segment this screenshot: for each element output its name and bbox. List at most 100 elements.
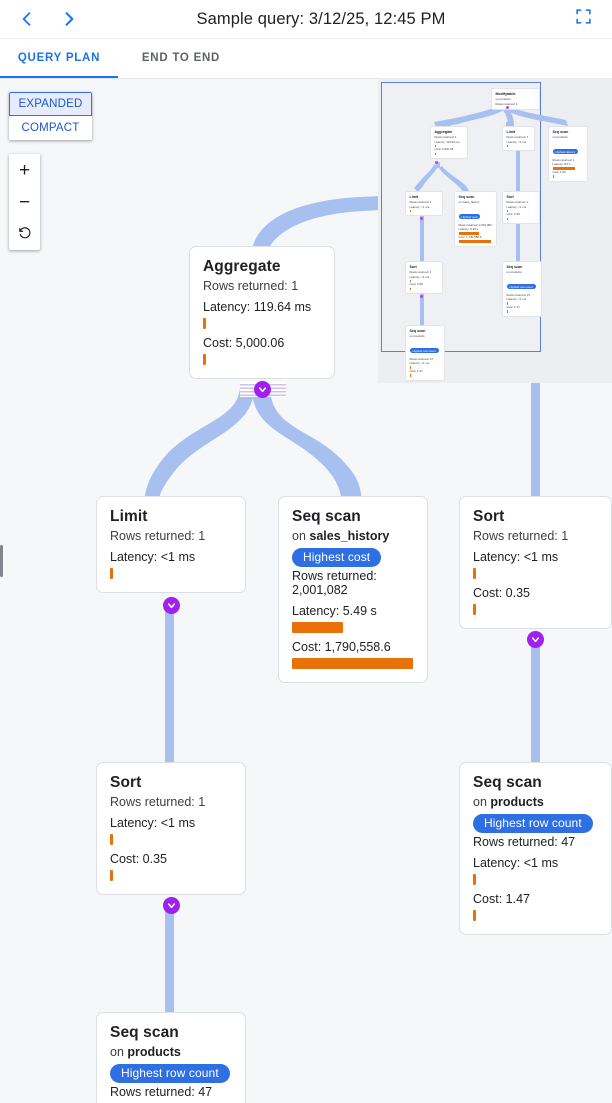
node-seq-scan-products-bottom-table: on products — [110, 1045, 232, 1059]
node-sort-left[interactable]: Sort Rows returned: 1 Latency: <1 ms Cos… — [96, 762, 246, 895]
minimap-node-sub: Latency: <1 ms — [506, 139, 527, 144]
node-seq-scan-sales-latency: Latency: 5.49 s — [292, 604, 377, 618]
node-seq-scan-sales-history[interactable]: Seq scan on sales_history Highest cost R… — [278, 496, 428, 683]
canvas-scrollbar-handle[interactable] — [0, 545, 3, 577]
forward-button[interactable] — [52, 2, 86, 36]
minimap[interactable]: Modifytable on products Rows returned: 1… — [378, 78, 612, 383]
node-sort-left-latency: Latency: <1 ms — [110, 816, 196, 830]
node-aggregate-latency-bar — [203, 318, 206, 329]
node-seq-scan-products-bottom-badge: Highest row count — [110, 1064, 230, 1083]
collapse-toggle-sort-left[interactable] — [163, 897, 180, 914]
minimap-node-limit-top[interactable]: Limit Rows returned: 1 Latency: <1 ms — [502, 126, 535, 152]
node-seq-scan-products-right[interactable]: Seq scan on products Highest row count R… — [459, 762, 612, 935]
minimap-node-sub: Rows returned: 2,001,082 — [458, 222, 492, 227]
node-seq-scan-products-right-latency: Latency: <1 ms — [473, 856, 559, 870]
compact-mode-button[interactable]: COMPACT — [9, 116, 92, 140]
chevron-down-icon — [531, 637, 540, 643]
minimap-node-sub: on products — [506, 270, 522, 275]
on-prefix: on — [473, 795, 491, 809]
minimap-node-sub: Cost: 0.35 — [409, 282, 423, 287]
minimap-collapse-dot — [420, 217, 424, 221]
zoom-reset-button[interactable] — [9, 218, 40, 250]
minimap-node-sort-top[interactable]: Sort Rows returned: 1 Latency: <1 ms Cos… — [502, 191, 540, 225]
expanded-mode-button[interactable]: EXPANDED — [9, 92, 92, 116]
minimap-node-badge: Highest row count — [506, 284, 536, 290]
chevron-down-icon — [167, 603, 176, 609]
collapse-toggle-aggregate[interactable] — [254, 381, 271, 398]
minimap-node-bar — [506, 209, 508, 213]
minimap-node-seq-scan-sales-history[interactable]: Seq scan on sales_history Highest cost R… — [454, 191, 497, 247]
minimap-collapse-dot — [420, 295, 424, 299]
node-sort-left-cost-bar — [110, 870, 113, 881]
node-seq-scan-sales-badge: Highest cost — [292, 548, 382, 567]
minimap-node-sub: Cost: 0.35 — [506, 212, 520, 217]
minimap-node-sub: Latency: 5.49 s — [458, 226, 479, 231]
minimap-node-sub: Rows returned: 1 — [434, 135, 457, 140]
node-seq-scan-products-bottom[interactable]: Seq scan on products Highest row count R… — [96, 1012, 246, 1103]
fullscreen-button[interactable] — [566, 2, 600, 36]
display-mode-toggle: EXPANDED COMPACT — [9, 92, 92, 140]
chevron-left-icon — [17, 9, 37, 29]
node-sort-right[interactable]: Sort Rows returned: 1 Latency: <1 ms Cos… — [459, 496, 612, 629]
table-name: products — [127, 1045, 181, 1059]
node-limit-latency-bar — [110, 568, 113, 579]
minimap-collapse-dot — [506, 106, 510, 110]
node-seq-scan-products-right-latency-bar — [473, 874, 476, 885]
minimap-node-title: Limit — [506, 130, 516, 134]
minimap-node-sub: Rows returned: 1 — [409, 270, 432, 275]
tab-end-to-end[interactable]: END TO END — [118, 38, 244, 78]
collapse-toggle-limit[interactable] — [163, 597, 180, 614]
minimap-node-bar — [552, 167, 575, 170]
node-sort-left-title: Sort — [110, 774, 142, 791]
node-sort-right-cost-bar — [473, 604, 476, 615]
back-button[interactable] — [10, 2, 44, 36]
minimap-node-limit[interactable]: Limit Rows returned: 1 Latency: <1 ms — [405, 191, 443, 217]
minimap-node-seq-scan-products-right[interactable]: Seq scan on products Highest row count R… — [502, 261, 542, 317]
minimap-node-sub: Latency: <1 ms — [409, 204, 430, 209]
minimap-node-sub: Latency: <1 ms — [409, 360, 430, 365]
minimap-node-bar — [458, 232, 479, 235]
minimap-node-sub: on products — [495, 97, 511, 102]
zoom-in-button[interactable]: + — [18, 159, 31, 181]
minimap-node-sub: Cost: 1.47 — [409, 368, 423, 373]
tab-bar: QUERY PLAN END TO END — [0, 39, 612, 79]
node-limit-rows: Rows returned: 1 — [110, 529, 206, 543]
node-seq-scan-products-right-cost-bar — [473, 910, 476, 921]
node-aggregate-title: Aggregate — [203, 258, 281, 275]
minimap-node-badge: Highest cost — [458, 214, 481, 220]
minimap-node-aggregate[interactable]: Aggregate Rows returned: 1 Latency: 119.… — [430, 126, 468, 160]
zoom-out-button[interactable]: − — [18, 191, 31, 213]
zoom-controls: + − — [9, 154, 40, 250]
minimap-node-sub: Latency: 119.64 ms — [434, 139, 460, 144]
node-aggregate[interactable]: Aggregate Rows returned: 1 Latency: 119.… — [189, 246, 335, 379]
chevron-right-icon — [59, 9, 79, 29]
minimap-edge-layer — [414, 103, 568, 328]
tab-query-plan-label: QUERY PLAN — [17, 52, 101, 64]
node-sort-left-cost: Cost: 0.35 — [110, 852, 167, 866]
tab-query-plan[interactable]: QUERY PLAN — [0, 38, 118, 78]
node-sort-right-latency-bar — [473, 568, 476, 579]
minimap-node-modifytable[interactable]: Modifytable on products Rows returned: 1 — [491, 88, 540, 110]
minimap-node-bar — [552, 175, 554, 178]
minimap-node-sort[interactable]: Sort Rows returned: 1 Latency: <1 ms Cos… — [405, 261, 443, 295]
minimap-node-sub: Cost: 1,790,558.6 — [458, 234, 482, 239]
minimap-node-bar — [434, 152, 436, 156]
minimap-node-sub: Rows returned: 47 — [506, 292, 531, 297]
collapse-toggle-sort-right[interactable] — [527, 631, 544, 648]
node-seq-scan-products-right-rows: Rows returned: 47 — [473, 835, 576, 849]
minimap-node-sub: Rows returned: 1 — [506, 135, 529, 140]
node-sort-right-cost: Cost: 0.35 — [473, 586, 530, 600]
node-seq-scan-products-right-badge: Highest row count — [473, 814, 593, 833]
minimap-node-sub: on sales_history — [458, 200, 480, 205]
minimap-node-title: Seq scan — [552, 130, 569, 134]
node-seq-scan-sales-latency-bar — [292, 622, 343, 633]
node-limit[interactable]: Limit Rows returned: 1 Latency: <1 ms — [96, 496, 246, 593]
minimap-node-sub: Cost: 1.47 — [506, 304, 520, 309]
minimap-node-seq-scan-products-bottom[interactable]: Seq scan on products Highest row count R… — [405, 325, 445, 381]
reset-icon — [17, 225, 32, 244]
minimap-node-seq-scan-products-latency[interactable]: Seq scan on products Highest latency Row… — [548, 126, 588, 182]
minimap-node-title: Modifytable — [495, 92, 516, 96]
minimap-node-title: Sort — [506, 195, 514, 199]
node-seq-scan-products-right-title: Seq scan — [473, 774, 542, 791]
node-sort-left-latency-bar — [110, 834, 113, 845]
